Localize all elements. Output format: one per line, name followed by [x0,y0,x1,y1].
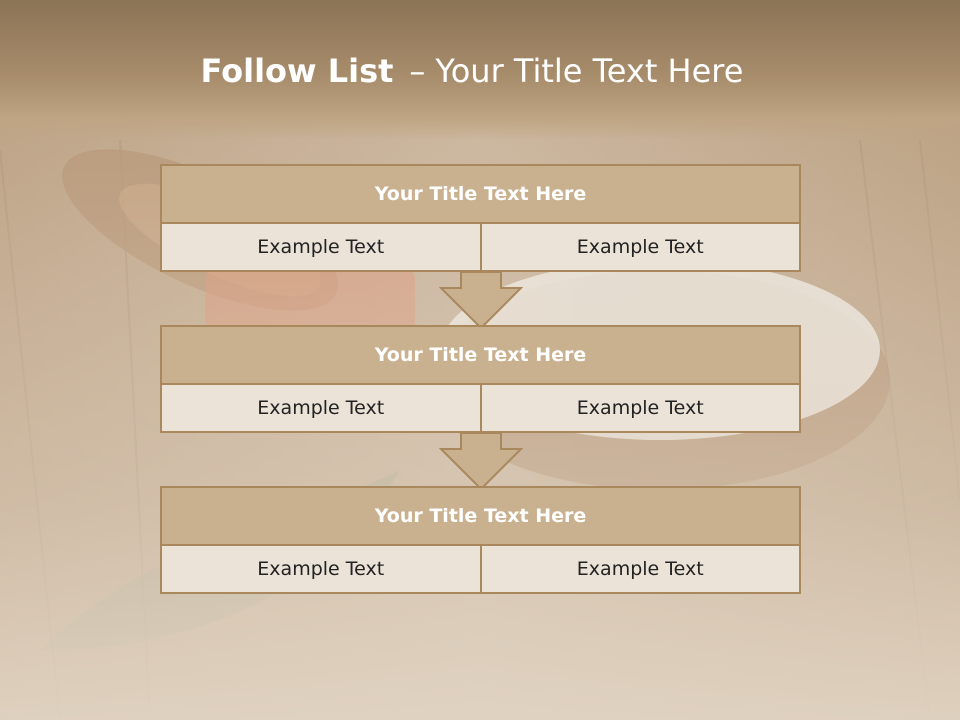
block-cell-left: Example Text [257,236,385,258]
slide-title-bold: Follow List [200,52,394,90]
down-arrow-icon [439,432,523,491]
block-title: Your Title Text Here [162,488,799,546]
block-cell-left: Example Text [257,397,385,419]
block-title: Your Title Text Here [162,327,799,385]
block-cell-left: Example Text [257,558,385,580]
block-cell-right: Example Text [479,546,800,592]
header-band [0,0,960,140]
list-block-3: Your Title Text Here Example Text Exampl… [160,486,801,594]
block-row: Example Text Example Text [162,385,799,431]
block-cell-right: Example Text [479,224,800,270]
block-row: Example Text Example Text [162,224,799,270]
block-title: Your Title Text Here [162,166,799,224]
list-block-1: Your Title Text Here Example Text Exampl… [160,164,801,272]
slide-title-rest: Your Title Text Here [435,52,744,90]
slide-title: Follow List–Your Title Text Here [0,52,944,90]
slide-title-dash: – [409,52,426,90]
down-arrow-icon [439,271,523,330]
block-row: Example Text Example Text [162,546,799,592]
list-block-2: Your Title Text Here Example Text Exampl… [160,325,801,433]
block-cell-right: Example Text [479,385,800,431]
